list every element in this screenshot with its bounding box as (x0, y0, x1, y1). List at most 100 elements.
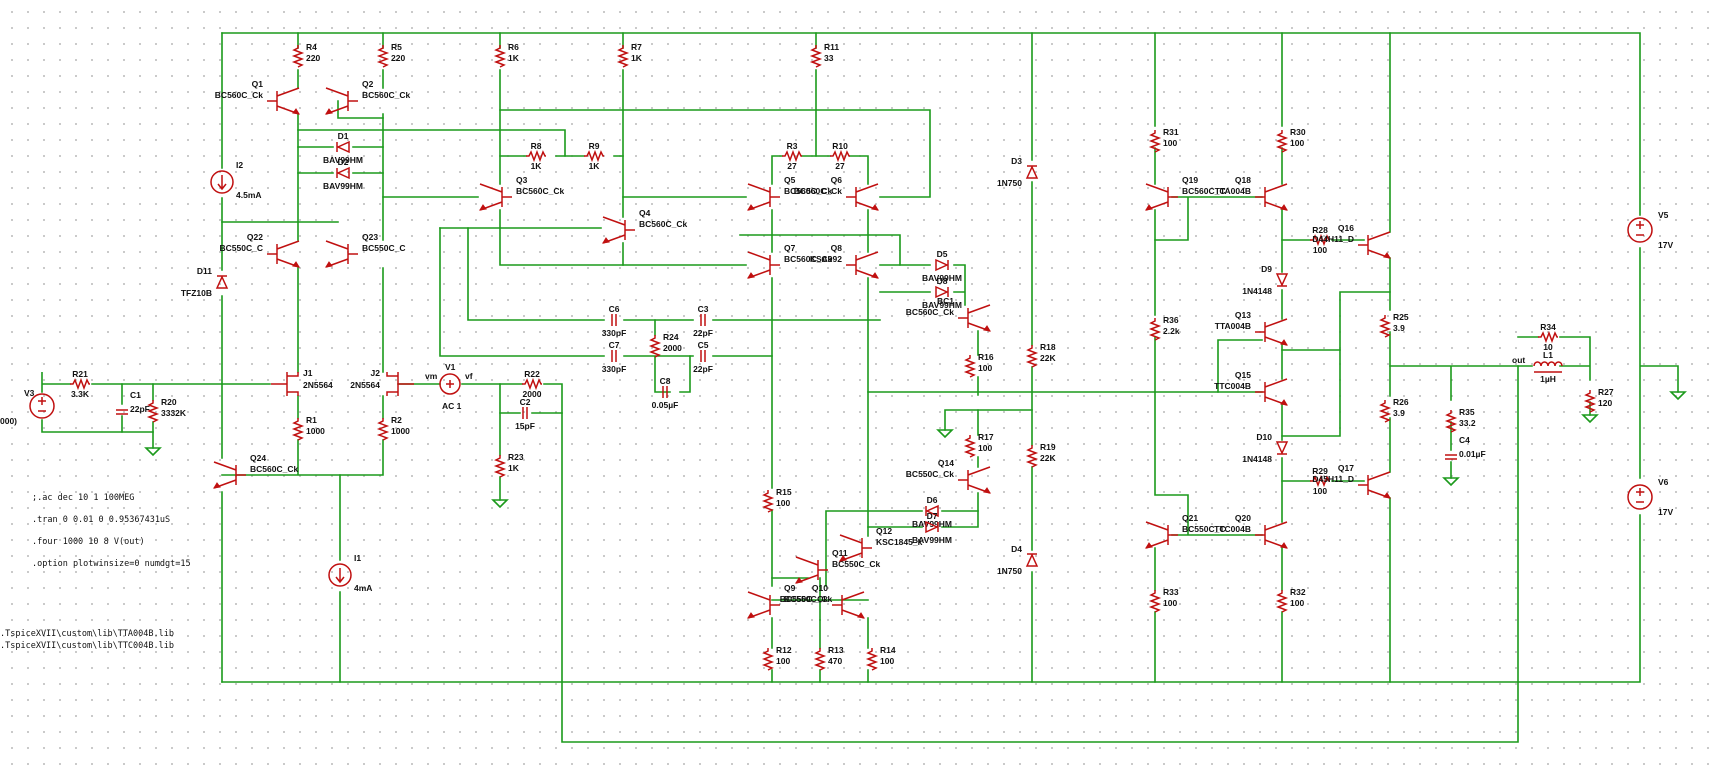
directive-ac[interactable]: ;.ac dec 10 1 100MEG (32, 493, 134, 503)
transistor-icon (1358, 231, 1391, 259)
directive-option[interactable]: .option plotwinsize=0 numdgt=15 (32, 559, 191, 569)
capacitor-c4[interactable]: C40.01µF (1445, 435, 1486, 460)
directive-tran[interactable]: .tran 0 0.01 0 0.95367431uS (32, 515, 170, 525)
current-source-i2[interactable]: I24.5mA (210, 160, 262, 200)
directive-four[interactable]: .four 1000 10 8 V(out) (32, 537, 145, 547)
include-ttc004b[interactable]: .TspiceXVII\custom\lib\TTC004B.lib (0, 641, 174, 651)
current-source-icon (328, 563, 352, 587)
inductor-value: 1µH (1540, 374, 1556, 384)
diode-icon (1025, 165, 1039, 179)
voltage-source-v3[interactable]: V3 (24, 388, 55, 419)
capacitor-c8[interactable]: C80.05µF (652, 376, 679, 410)
include-tta004b[interactable]: .TspiceXVII\custom\lib\TTA004B.lib (0, 629, 174, 639)
arrow-icon (1145, 542, 1153, 549)
